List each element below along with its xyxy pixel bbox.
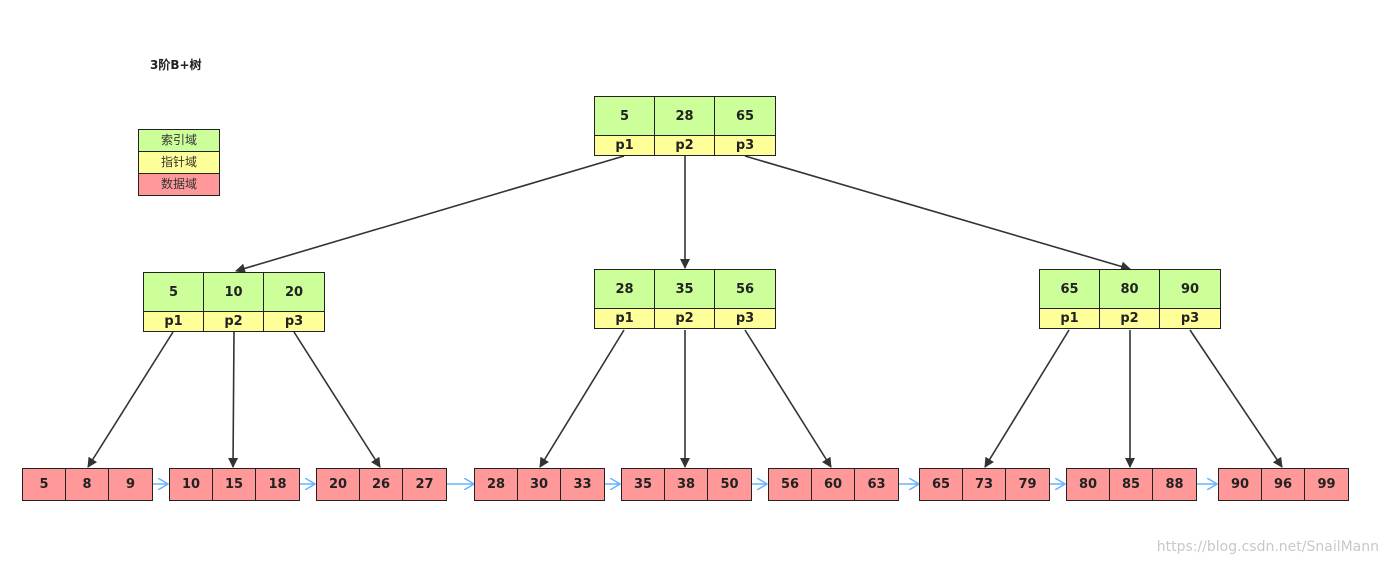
data-cell: 10 — [170, 469, 213, 500]
internal-node-3: 65 80 90 p1 p2 p3 — [1039, 269, 1221, 329]
pointer-cell: p2 — [655, 136, 715, 155]
leaf-node-9: 90 96 99 — [1218, 468, 1349, 501]
data-cell: 50 — [708, 469, 751, 500]
leaf-node-3: 20 26 27 — [316, 468, 447, 501]
index-key: 28 — [655, 97, 715, 136]
data-cell: 20 — [317, 469, 360, 500]
data-cell: 99 — [1305, 469, 1348, 500]
internal-node-1: 5 10 20 p1 p2 p3 — [143, 272, 325, 332]
data-cell: 8 — [66, 469, 109, 500]
legend-index-domain: 索引域 — [139, 130, 219, 152]
index-key: 90 — [1160, 270, 1220, 309]
data-cell: 96 — [1262, 469, 1305, 500]
pointer-cell: p2 — [655, 309, 715, 328]
pointer-cell: p3 — [264, 312, 324, 331]
legend: 索引域 指针域 数据域 — [138, 129, 220, 196]
data-cell: 35 — [622, 469, 665, 500]
index-key: 10 — [204, 273, 264, 312]
data-cell: 90 — [1219, 469, 1262, 500]
pointer-cell: p1 — [144, 312, 204, 331]
index-key: 20 — [264, 273, 324, 312]
data-cell: 85 — [1110, 469, 1153, 500]
data-cell: 15 — [213, 469, 256, 500]
index-key: 28 — [595, 270, 655, 309]
pointer-cell: p2 — [1100, 309, 1160, 328]
edge-n3-p3 — [1189, 329, 1283, 468]
leaf-node-7: 65 73 79 — [919, 468, 1050, 501]
leaf-node-5: 35 38 50 — [621, 468, 752, 501]
edge-root-p1 — [235, 155, 625, 274]
diagram-title: 3阶B+树 — [150, 58, 202, 72]
data-cell: 65 — [920, 469, 963, 500]
edge-n3-p1 — [984, 329, 1070, 468]
data-cell: 56 — [769, 469, 812, 500]
legend-data-domain: 数据域 — [139, 174, 219, 196]
data-cell: 79 — [1006, 469, 1049, 500]
edge-root-p3 — [744, 155, 1131, 272]
data-cell: 18 — [256, 469, 299, 500]
leaf-node-6: 56 60 63 — [768, 468, 899, 501]
data-cell: 9 — [109, 469, 152, 500]
data-cell: 63 — [855, 469, 898, 500]
data-cell: 27 — [403, 469, 446, 500]
data-cell: 5 — [23, 469, 66, 500]
internal-node-2: 28 35 56 p1 p2 p3 — [594, 269, 776, 329]
data-cell: 26 — [360, 469, 403, 500]
root-node: 5 28 65 p1 p2 p3 — [594, 96, 776, 156]
watermark-url: https://blog.csdn.net/SnailMann — [1156, 539, 1379, 555]
index-key: 80 — [1100, 270, 1160, 309]
index-key: 5 — [144, 273, 204, 312]
pointer-cell: p1 — [1040, 309, 1100, 328]
index-key: 65 — [715, 97, 775, 136]
edge-n1-p2 — [228, 331, 239, 468]
data-cell: 88 — [1153, 469, 1196, 500]
data-cell: 38 — [665, 469, 708, 500]
pointer-cell: p1 — [595, 309, 655, 328]
data-cell: 33 — [561, 469, 604, 500]
index-key: 56 — [715, 270, 775, 309]
data-cell: 73 — [963, 469, 1006, 500]
edge-n2-p1 — [539, 329, 625, 468]
data-cell: 28 — [475, 469, 518, 500]
pointer-cell: p2 — [204, 312, 264, 331]
data-cell: 30 — [518, 469, 561, 500]
leaf-node-1: 5 8 9 — [22, 468, 153, 501]
leaf-node-8: 80 85 88 — [1066, 468, 1197, 501]
edge-n2-p3 — [744, 329, 832, 468]
legend-pointer-domain: 指针域 — [139, 152, 219, 174]
pointer-cell: p1 — [595, 136, 655, 155]
index-key: 65 — [1040, 270, 1100, 309]
pointer-cell: p3 — [715, 309, 775, 328]
leaf-node-4: 28 30 33 — [474, 468, 605, 501]
index-key: 5 — [595, 97, 655, 136]
index-key: 35 — [655, 270, 715, 309]
edge-n1-p3 — [293, 331, 381, 468]
data-cell: 60 — [812, 469, 855, 500]
edge-n1-p1 — [87, 331, 174, 468]
pointer-cell: p3 — [1160, 309, 1220, 328]
leaf-node-2: 10 15 18 — [169, 468, 300, 501]
pointer-cell: p3 — [715, 136, 775, 155]
data-cell: 80 — [1067, 469, 1110, 500]
